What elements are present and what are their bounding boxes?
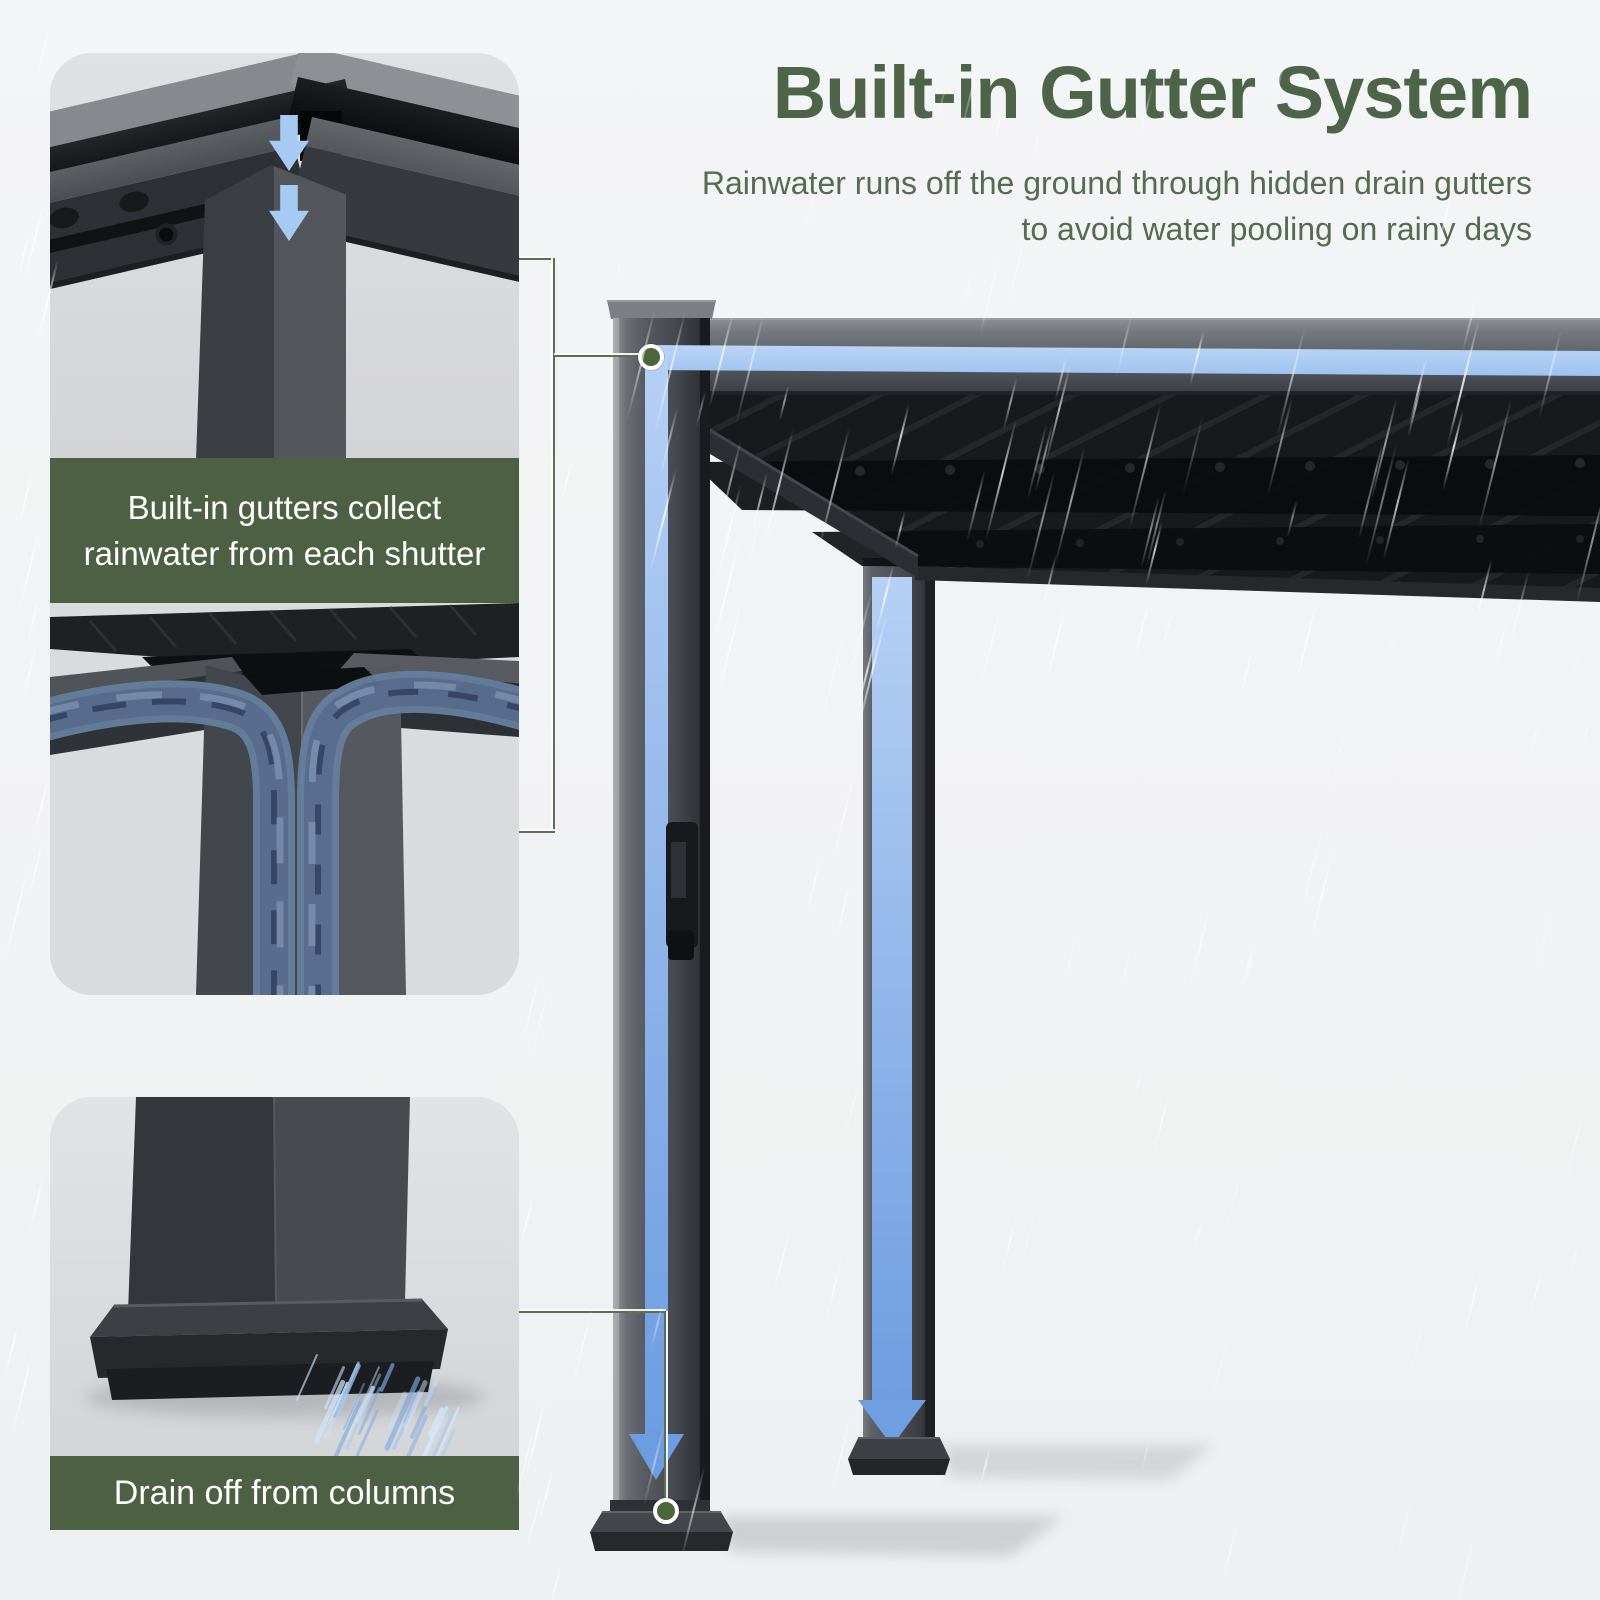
water-flow-arrow-icon — [872, 577, 912, 1405]
water-stream-right — [297, 670, 519, 995]
callout-line — [519, 258, 555, 260]
callout-line — [519, 1311, 666, 1313]
subtitle-line-2: to avoid water pooling on rainy days — [1021, 210, 1532, 247]
crank-handle-bracket — [666, 822, 698, 960]
water-flow-arrowhead-icon — [858, 1400, 926, 1446]
callout-line — [664, 1311, 666, 1501]
column-drain-photo — [50, 1097, 519, 1456]
drain-card: Drain off from columns — [50, 1097, 519, 1530]
ground-shadows — [718, 1444, 1215, 1556]
water-flow-photo — [50, 603, 519, 995]
page-title: Built-in Gutter System — [772, 51, 1533, 134]
connector-dot — [638, 344, 664, 370]
drain-caption: Drain off from columns — [113, 1473, 456, 1512]
water-stream-left — [50, 680, 295, 995]
louvered-roof — [699, 390, 1600, 602]
gutter-caption-line-2: rainwater from each shutter — [83, 534, 486, 572]
connector-dot — [653, 1498, 679, 1524]
drain-caption-banner: Drain off from columns — [50, 1456, 519, 1530]
gutter-corner-photo — [50, 53, 519, 458]
gutter-caption-banner: Built-in gutters collect rainwater from … — [50, 458, 519, 603]
gutter-detail-card: Built-in gutters collect rainwater from … — [50, 53, 519, 995]
callout-line — [553, 258, 555, 833]
page-subtitle: Rainwater runs off the ground through hi… — [702, 161, 1532, 252]
callout-line — [554, 355, 644, 357]
pergola-middle-column — [848, 558, 950, 1475]
header: Built-in Gutter System Rainwater runs of… — [702, 51, 1533, 252]
subtitle-line-1: Rainwater runs off the ground through hi… — [701, 165, 1532, 202]
left-column-water-flow — [629, 350, 684, 1480]
gutter-caption-line-1: Built-in gutters collect — [127, 488, 442, 526]
water-flow-arrow-icon — [645, 350, 668, 1434]
column-base-drawing — [85, 1097, 485, 1417]
water-flow-drawing — [50, 603, 519, 995]
water-flow-arrowhead-icon — [629, 1434, 684, 1480]
corner-column — [196, 165, 346, 458]
callout-line — [519, 831, 555, 833]
gutter-water-band — [646, 345, 1600, 376]
